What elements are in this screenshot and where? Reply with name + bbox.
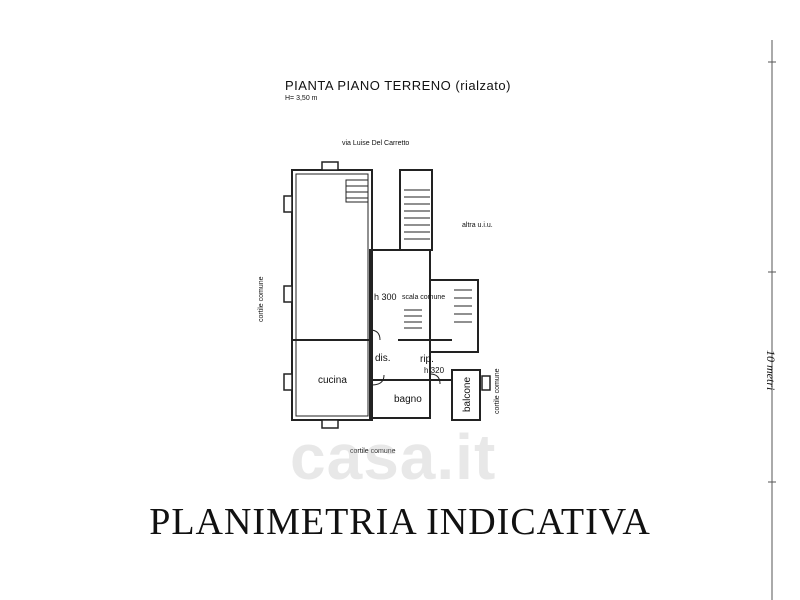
courtyard-left-label: cortile comune — [258, 276, 265, 322]
room-balcone: balcone — [462, 376, 473, 412]
stair-lower — [429, 279, 479, 353]
height-300-label: h 300 — [374, 292, 397, 302]
plan-title: PIANTA PIANO TERRENO (rialzato) — [285, 78, 511, 93]
scale-bar — [768, 40, 776, 600]
windows — [283, 161, 491, 429]
other-unit-label: altra u.i.u. — [462, 222, 493, 229]
courtyard-bottom-label: cortile comune — [350, 448, 396, 455]
room-bagno: bagno — [394, 394, 422, 405]
room-rip: rip. — [420, 354, 434, 365]
footer-title: PLANIMETRIA INDICATIVA — [149, 501, 651, 543]
courtyard-right-label: cortile comune — [494, 368, 501, 414]
balcony-walls — [451, 369, 481, 421]
stair-steps — [404, 189, 472, 329]
watermark-logo: casa.it — [290, 421, 497, 493]
entry-stair — [345, 179, 369, 203]
plan-height: H= 3,50 m — [285, 95, 318, 102]
room-cucina: cucina — [318, 375, 347, 386]
street-label: via Luise Del Carretto — [342, 140, 410, 147]
stair-core — [399, 169, 433, 251]
scale-label: 10 metri — [764, 350, 778, 391]
room-dis: dis. — [375, 353, 391, 364]
main-room-inner — [295, 173, 369, 417]
height-320-label: h 320 — [424, 366, 445, 375]
doors — [369, 329, 441, 386]
stair-label: scala comune — [402, 294, 446, 301]
